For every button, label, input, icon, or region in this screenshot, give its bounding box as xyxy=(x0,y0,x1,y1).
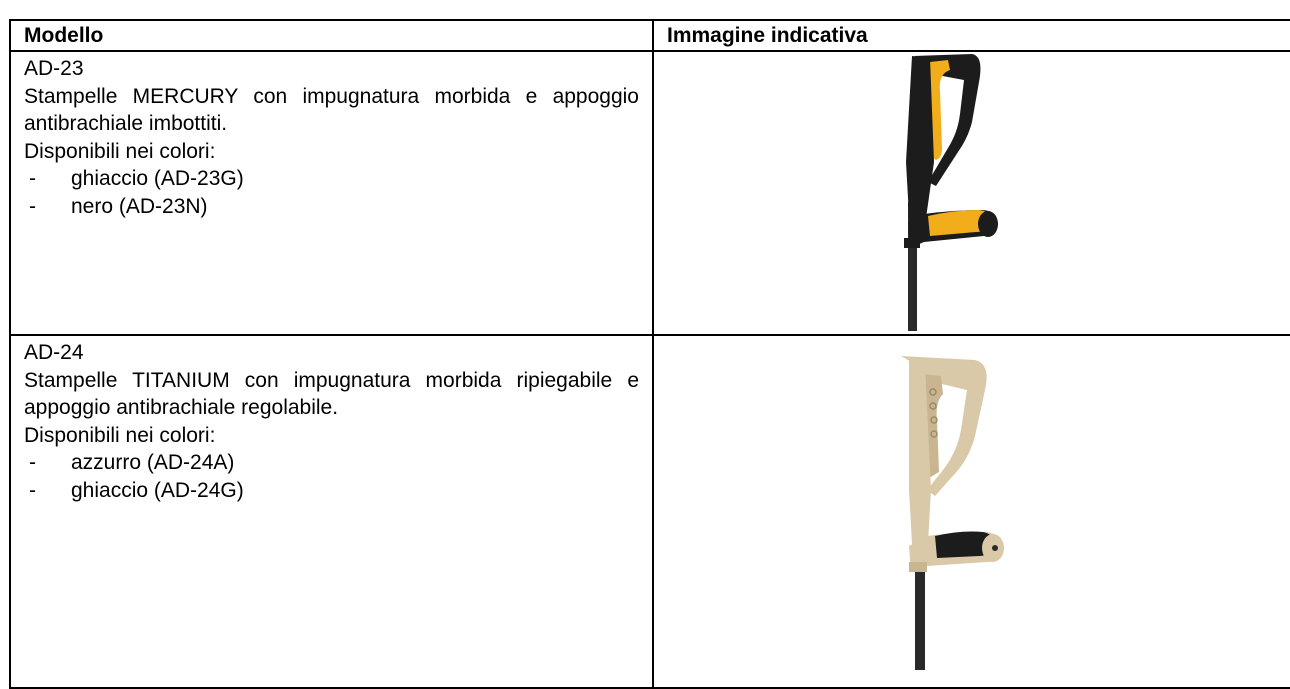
color-item: ghiaccio (AD-23G) xyxy=(24,165,639,193)
crutch-black-yellow-icon xyxy=(904,54,998,331)
image-cell xyxy=(652,334,1290,689)
table-row: AD-24 Stampelle TITANIUM con impugnatura… xyxy=(9,334,1290,689)
model-description: Stampelle TITANIUM con impugnatura morbi… xyxy=(24,368,639,420)
header-image: Immagine indicativa xyxy=(652,19,1290,52)
model-cell: AD-23 Stampelle MERCURY con impugnatura … xyxy=(9,50,654,336)
model-code: AD-23 xyxy=(24,57,84,80)
model-description: Stampelle MERCURY con impugnatura morbid… xyxy=(24,84,639,136)
color-item: azzurro (AD-24A) xyxy=(24,449,639,477)
model-code: AD-24 xyxy=(24,341,84,364)
color-item: ghiaccio (AD-24G) xyxy=(24,477,639,505)
header-row: Modello Immagine indicativa xyxy=(9,19,1290,52)
color-list: azzurro (AD-24A) ghiaccio (AD-24G) xyxy=(24,449,639,504)
model-cell: AD-24 Stampelle TITANIUM con impugnatura… xyxy=(9,334,654,689)
table-row: AD-23 Stampelle MERCURY con impugnatura … xyxy=(9,50,1290,336)
colors-label: Disponibili nei colori: xyxy=(24,139,216,163)
colors-label: Disponibili nei colori: xyxy=(24,423,216,447)
image-cell xyxy=(652,50,1290,336)
header-model: Modello xyxy=(9,19,654,52)
crutch-beige-icon xyxy=(901,356,1004,670)
product-table: Modello Immagine indicativa AD-23 Stampe… xyxy=(9,19,1290,689)
color-item: nero (AD-23N) xyxy=(24,193,639,221)
color-list: ghiaccio (AD-23G) nero (AD-23N) xyxy=(24,165,639,220)
